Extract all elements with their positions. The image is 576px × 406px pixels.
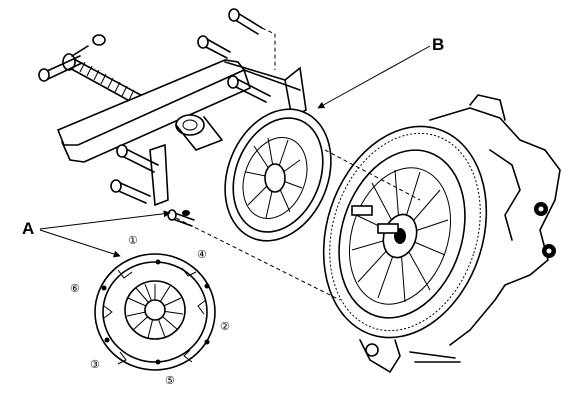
sequence-label-3: ③ [90, 359, 100, 371]
sequence-label-6: ⑥ [70, 283, 80, 295]
callout-b-label: B [432, 35, 444, 54]
sequence-label-2: ② [220, 321, 230, 333]
callout-a-label: A [22, 219, 34, 238]
sequence-label-5: ⑤ [165, 375, 175, 387]
bolt-a [167, 209, 195, 227]
callout-b: B [317, 35, 444, 109]
sequence-label-1: ① [128, 235, 138, 247]
bolt-sequence-diagram: ① ④ ② ⑤ ③ ⑥ [70, 235, 230, 387]
clutch-alignment-tool [38, 8, 341, 301]
flywheel-assembly [322, 94, 561, 373]
sequence-label-4: ④ [197, 249, 207, 261]
callout-a: A [22, 210, 171, 258]
pressure-plate [224, 108, 421, 242]
